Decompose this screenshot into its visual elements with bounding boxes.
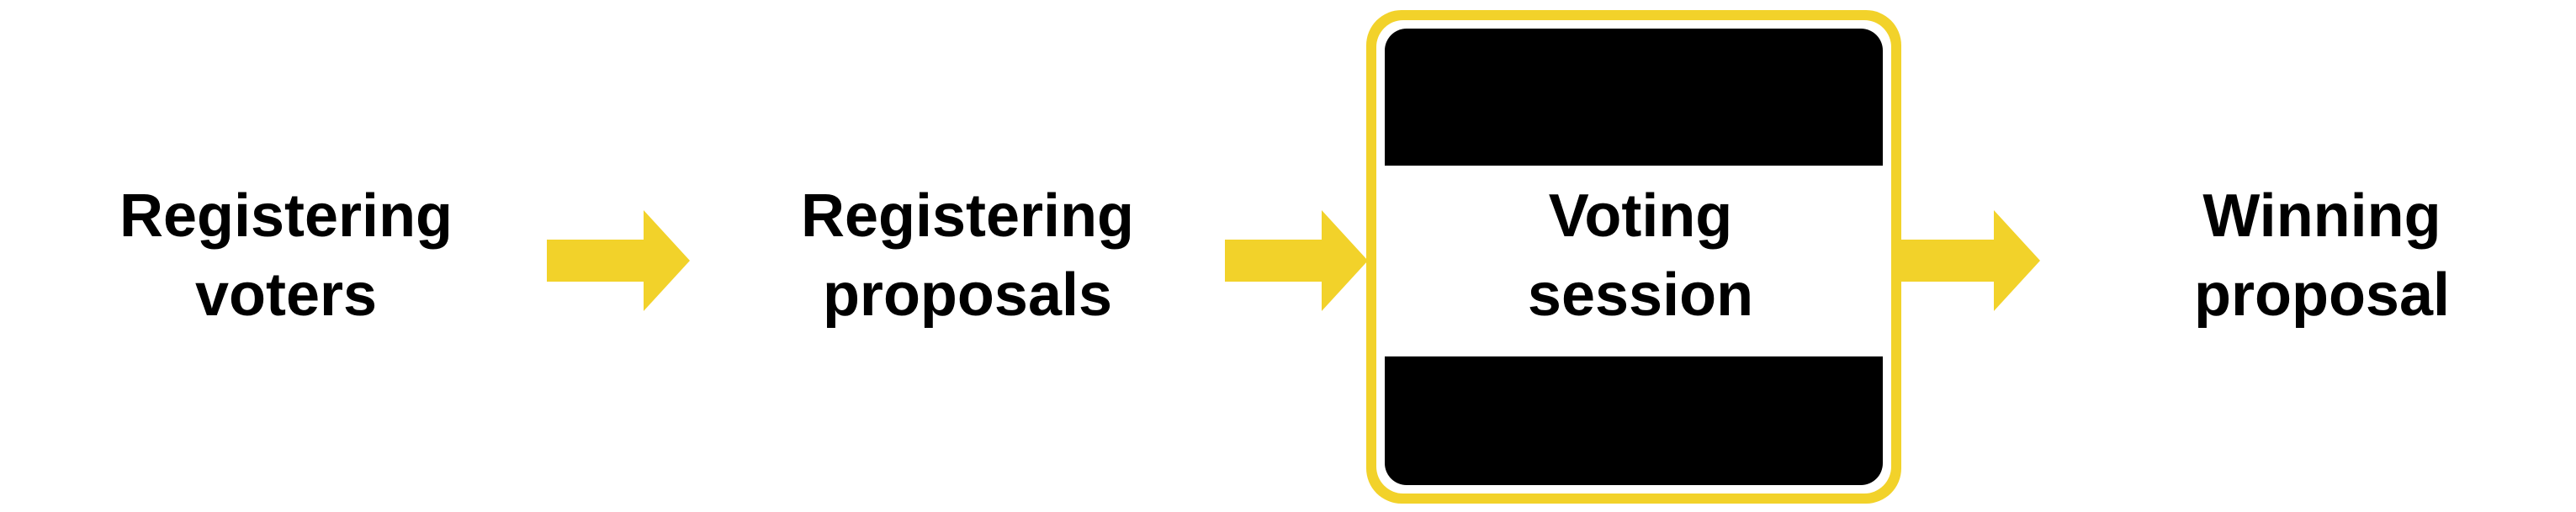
stage-registering-voters: Registering voters xyxy=(119,182,453,329)
stage-registering-proposals: Registering proposals xyxy=(800,182,1135,329)
arrow-right-icon xyxy=(1225,210,1368,311)
arrow-right-icon xyxy=(547,210,690,311)
highlight-band-bottom xyxy=(1385,356,1883,485)
highlight-band-top xyxy=(1385,29,1883,166)
stage-winning-proposal: Winning proposal xyxy=(2193,182,2451,329)
highlighted-stage-panel xyxy=(1376,20,1891,494)
arrow-right-icon xyxy=(1893,210,2040,311)
highlighted-stage-frame xyxy=(1366,10,1901,504)
stage-voting-session: Voting session xyxy=(1527,182,1754,329)
